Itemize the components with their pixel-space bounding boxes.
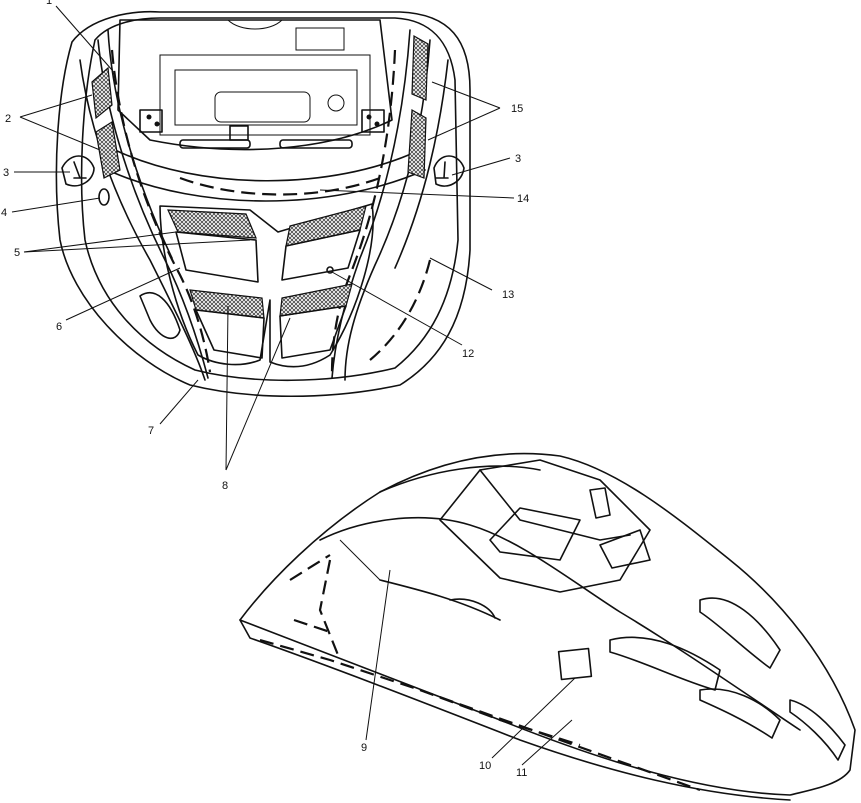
leader-lines [11,5,576,766]
hood-side-view [239,452,856,801]
callout-7: 7 [148,425,154,437]
callout-11: 11 [516,767,527,779]
callout-8: 8 [222,480,228,492]
callout-3-right: 3 [515,153,521,165]
callout-12: 12 [462,348,474,360]
callout-2: 2 [5,113,11,125]
callout-3-left: 3 [3,167,9,179]
callout-6: 6 [56,321,62,333]
callout-15: 15 [511,103,523,115]
callout-14: 14 [517,193,529,205]
callout-labels: 1 2 3 4 5 6 7 8 9 10 11 12 13 14 15 3 [1,0,529,779]
callout-1: 1 [46,0,52,7]
callout-9: 9 [361,742,367,754]
callout-4: 4 [1,207,7,219]
hood-front-view [55,10,471,398]
callout-10: 10 [479,760,491,772]
callout-13: 13 [502,289,514,301]
callout-5: 5 [14,247,20,259]
